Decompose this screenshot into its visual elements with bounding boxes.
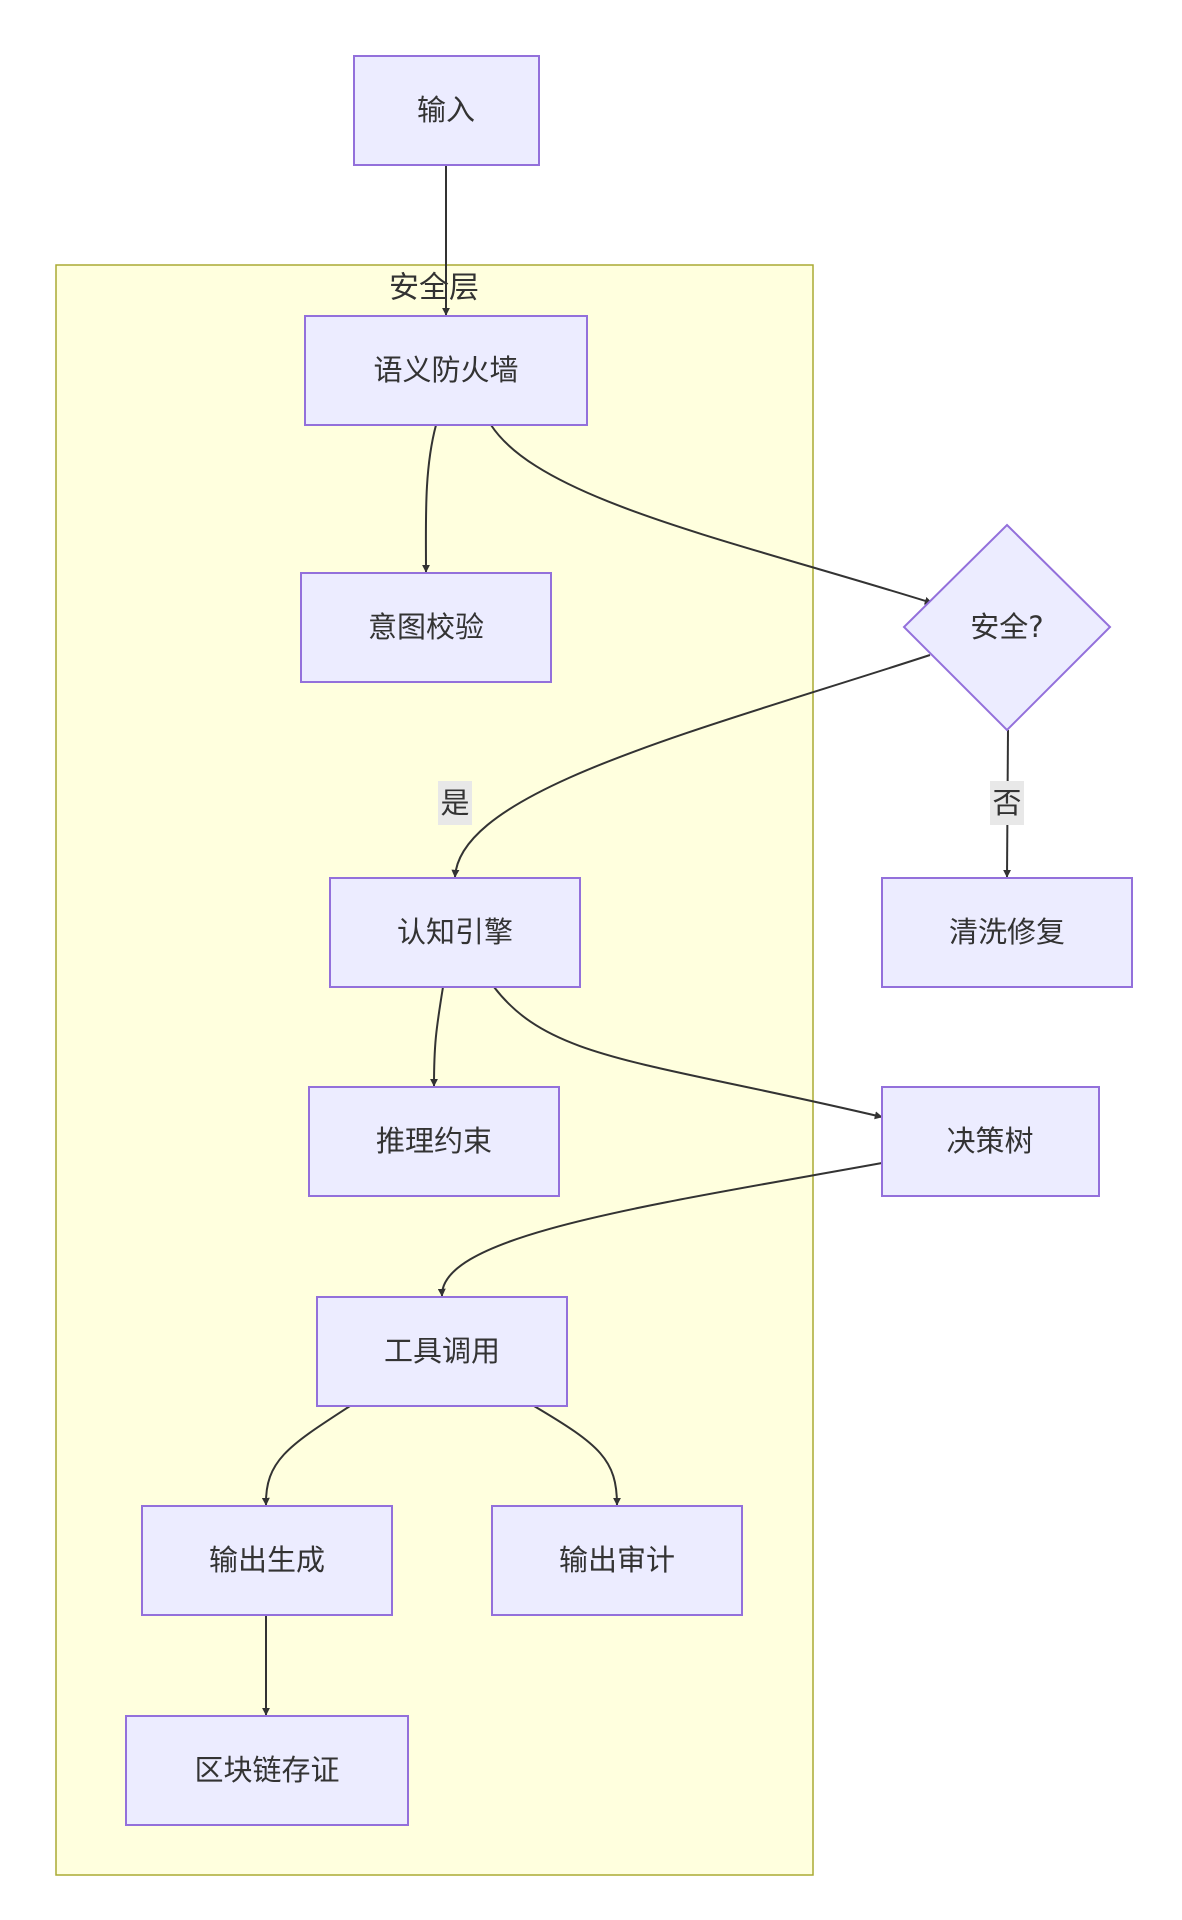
edge-cognitive-tree	[493, 986, 883, 1120]
node-decision-label: 安全?	[970, 610, 1043, 644]
edge-tool-outputaudit	[533, 1405, 621, 1506]
node-output-audit-label: 输出审计	[559, 1543, 675, 1577]
node-input[interactable]: 输入	[353, 55, 540, 166]
node-tree[interactable]: 决策树	[881, 1086, 1100, 1197]
edge-tree-tool	[437, 1162, 883, 1297]
node-tool[interactable]: 工具调用	[316, 1296, 568, 1407]
node-firewall-label: 语义防火墙	[373, 353, 518, 387]
node-output-gen-box[interactable]	[141, 1505, 393, 1616]
node-blockchain[interactable]: 区块链存证	[125, 1715, 409, 1826]
node-blockchain-box[interactable]	[125, 1715, 409, 1826]
node-decision-diamond[interactable]	[902, 523, 1112, 732]
edge-cognitive-constraint	[430, 986, 444, 1087]
edge-label-yes-text: 是	[440, 786, 469, 820]
node-firewall[interactable]: 语义防火墙	[304, 315, 588, 426]
node-output-audit-box[interactable]	[491, 1505, 743, 1616]
edges	[261, 165, 1012, 1716]
edge-label-no-bg	[990, 781, 1024, 825]
node-cognitive-box[interactable]	[329, 877, 581, 988]
edge-firewall-decision	[490, 424, 933, 605]
node-cognitive-label: 认知引擎	[397, 915, 513, 949]
node-intent-label: 意图校验	[368, 610, 484, 644]
node-input-box[interactable]	[353, 55, 540, 166]
node-constraint-box[interactable]	[308, 1086, 560, 1197]
security-layer-title: 安全层	[389, 271, 479, 306]
edge-decision-cognitive	[451, 654, 931, 878]
node-sanitize-label: 清洗修复	[949, 915, 1065, 949]
node-sanitize-box[interactable]	[881, 877, 1133, 988]
node-firewall-box[interactable]	[304, 315, 588, 426]
node-constraint[interactable]: 推理约束	[308, 1086, 560, 1197]
node-input-label: 输入	[417, 93, 475, 127]
edge-label-no: 否	[990, 781, 1024, 825]
node-tree-box[interactable]	[881, 1086, 1100, 1197]
node-cognitive[interactable]: 认知引擎	[329, 877, 581, 988]
edge-label-no-text: 否	[992, 786, 1021, 820]
node-sanitize[interactable]: 清洗修复	[881, 877, 1133, 988]
edge-label-yes-bg	[438, 781, 472, 825]
edge-label-yes: 是	[438, 781, 472, 825]
node-blockchain-label: 区块链存证	[194, 1753, 339, 1787]
node-tool-box[interactable]	[316, 1296, 568, 1407]
node-decision[interactable]: 安全?	[902, 523, 1112, 732]
edge-firewall-intent	[421, 424, 437, 573]
node-intent[interactable]: 意图校验	[300, 572, 552, 683]
node-tree-label: 决策树	[946, 1124, 1033, 1158]
node-intent-box[interactable]	[300, 572, 552, 683]
node-tool-label: 工具调用	[384, 1334, 500, 1368]
node-output-gen[interactable]: 输出生成	[141, 1505, 393, 1616]
edge-tool-outputgen	[261, 1405, 351, 1506]
node-output-gen-label: 输出生成	[209, 1543, 325, 1577]
node-constraint-label: 推理约束	[376, 1124, 492, 1158]
node-output-audit[interactable]: 输出审计	[491, 1505, 743, 1616]
